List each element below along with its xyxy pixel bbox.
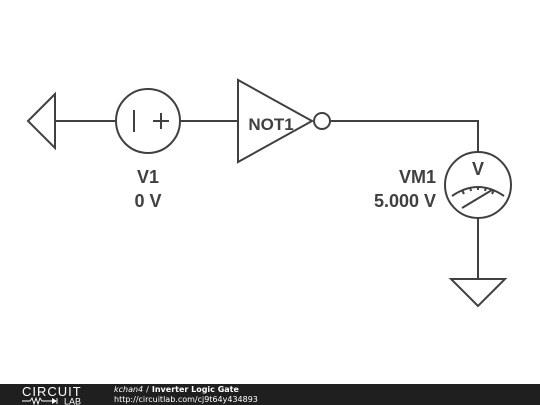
footer-bar: CIRCUIT LAB kchan4/Inverter Logic Gate h… (0, 384, 540, 405)
author-title-line: kchan4/Inverter Logic Gate (114, 385, 239, 394)
not1-label: NOT1 (248, 115, 293, 134)
vm1-name-label: VM1 (399, 167, 436, 187)
author-name[interactable]: kchan4 (114, 385, 144, 394)
circuitlab-logo-resistor-icon: LAB (22, 397, 81, 405)
circuitlab-logo[interactable]: CIRCUIT (22, 384, 82, 399)
v1-voltage-source[interactable] (115, 88, 181, 154)
wire-not1-vm1[interactable] (330, 120, 479, 153)
left-terminal-arrow[interactable] (26, 91, 56, 151)
circuit-url[interactable]: http://circuitlab.com/cj9t64y434893 (114, 395, 258, 404)
vm1-symbol: V (472, 159, 484, 179)
author-title-separator: / (146, 385, 149, 394)
ground-icon[interactable] (448, 278, 508, 308)
schematic-canvas: NOT1 V V1 0 V VM1 5.000 V (26, 78, 512, 308)
not1-inverter-gate[interactable] (237, 78, 331, 164)
v1-name-label: V1 (137, 167, 159, 187)
circuit-title[interactable]: Inverter Logic Gate (151, 385, 239, 394)
vm1-value-label: 5.000 V (374, 191, 436, 211)
v1-value-label: 0 V (134, 191, 161, 211)
logo-sub-text: LAB (64, 397, 81, 405)
